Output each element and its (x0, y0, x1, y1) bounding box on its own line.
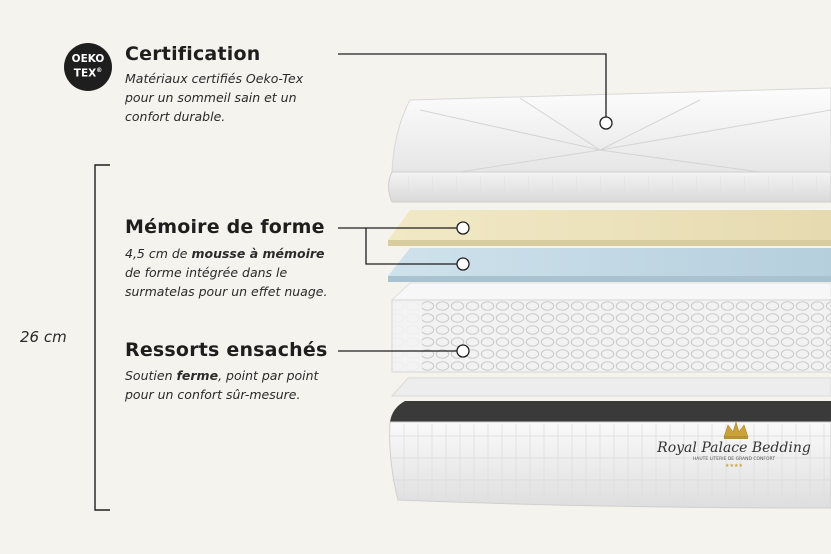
memory-foam-description: 4,5 cm de mousse à mémoire de forme inté… (125, 246, 328, 299)
brand-stars: ★★★★ (725, 463, 743, 469)
gel-foam-layer (388, 248, 831, 282)
oeko-tex-logo-line1: OEKO (71, 53, 105, 66)
gel-callout (365, 228, 457, 265)
height-dimension-label: 26 cm (20, 328, 67, 346)
comfort-sheet-layer (390, 377, 831, 397)
topper-layer (388, 87, 831, 203)
height-bracket (94, 164, 110, 511)
pocket-springs-title: Ressorts ensachés (125, 339, 328, 361)
mattress-base (389, 401, 831, 509)
memory-foam-title: Mémoire de forme (125, 216, 325, 238)
brand-logo: Royal Palace Bedding HAUTE LITERIE DE GR… (656, 420, 811, 469)
certification-callout (338, 53, 607, 117)
memory-foam-layer (388, 210, 831, 246)
brand-name: Royal Palace Bedding (656, 440, 811, 456)
brand-tagline: HAUTE LITERIE DE GRAND CONFORT (693, 456, 775, 462)
certification-title: Certification (125, 43, 261, 65)
memory-foam-callout-dot (456, 221, 470, 235)
oeko-tex-logo-line2: TEX® (73, 67, 103, 80)
certification-callout-dot (599, 116, 613, 130)
pocket-springs-layer (390, 282, 831, 373)
oeko-tex-logo: OEKO TEX® (64, 43, 112, 91)
crown-icon (723, 420, 749, 438)
gel-callout-dot (456, 257, 470, 271)
certification-description: Matériaux certifiés Oeko-Tex pour un som… (125, 71, 304, 124)
pocket-springs-callout-dot (456, 344, 470, 358)
callout-lines (338, 53, 613, 358)
pocket-springs-description: Soutien ferme, point par point pour un c… (125, 368, 319, 402)
